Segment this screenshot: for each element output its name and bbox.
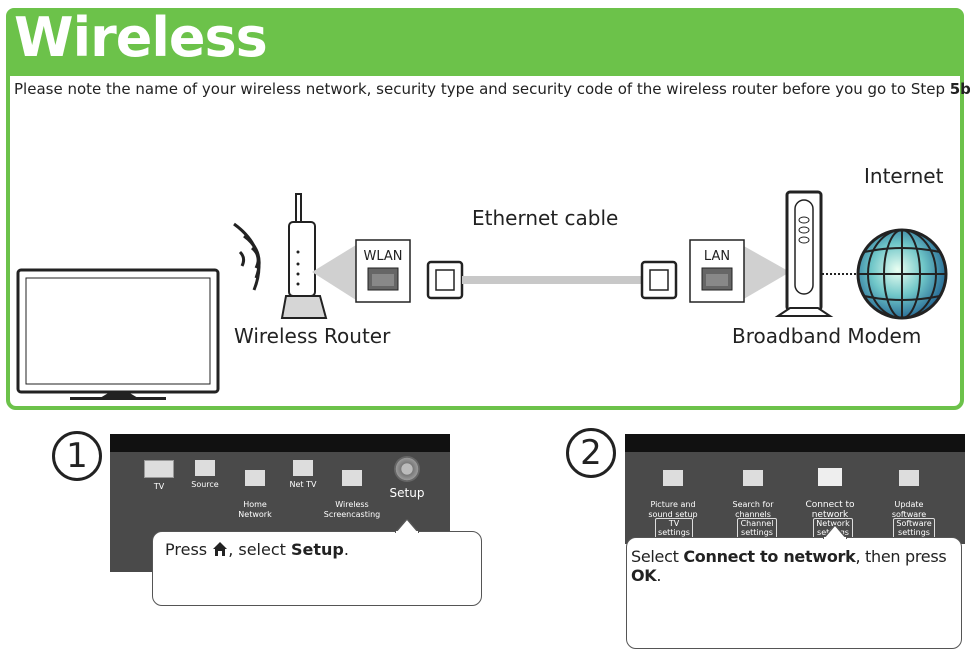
- menu-search-channels[interactable]: Search for channels: [723, 460, 783, 520]
- callout-1-pointer: [395, 519, 419, 533]
- title-bar: [6, 8, 964, 76]
- picture-sound-icon: [663, 470, 683, 486]
- menu-tv[interactable]: TV: [134, 460, 184, 492]
- source-icon: [195, 460, 215, 476]
- menu-setup[interactable]: Setup: [382, 456, 432, 500]
- gear-icon: [394, 456, 420, 482]
- screencasting-icon: [342, 470, 362, 486]
- router-label: Wireless Router: [234, 324, 391, 348]
- tv-icon: [16, 268, 220, 400]
- search-channels-icon: [743, 470, 763, 486]
- callout-2-pointer: [823, 525, 847, 539]
- modem-label: Broadband Modem: [732, 324, 922, 348]
- menu-connect-network[interactable]: Connect to network: [799, 458, 861, 520]
- router-icon: [280, 193, 328, 319]
- step-2-screen: Picture and sound setup Search for chann…: [625, 434, 965, 544]
- tv-menu-icon: [144, 460, 174, 478]
- wifi-waves-icon: [233, 222, 261, 291]
- step-2-number: 2: [566, 428, 616, 478]
- home-icon: [213, 542, 228, 556]
- step-1-number: 1: [52, 431, 102, 481]
- menu-wireless-screencasting[interactable]: Wireless Screencasting: [322, 460, 382, 520]
- step-2-callout: Select Connect to network, then press OK…: [626, 525, 962, 649]
- instruction-note: Please note the name of your wireless ne…: [14, 80, 970, 98]
- network-diagram: WLAN LAN: [16, 190, 948, 400]
- modem-icon: [774, 190, 834, 317]
- menu-source[interactable]: Source: [182, 460, 228, 490]
- cable-label: Ethernet cable: [472, 206, 619, 230]
- menu-home-network[interactable]: Home Network: [230, 460, 280, 520]
- internet-label: Internet: [864, 164, 944, 188]
- wlan-port: WLAN: [312, 239, 411, 303]
- step-1-callout: Press , select Setup.: [152, 519, 482, 606]
- page-title: Wireless: [14, 6, 268, 69]
- note-text: Please note the name of your wireless ne…: [14, 80, 950, 98]
- lan-port: LAN: [689, 239, 790, 303]
- menu-picture-sound[interactable]: Picture and sound setup: [643, 460, 703, 520]
- note-step: 5b: [949, 80, 970, 98]
- connect-network-icon: [818, 468, 842, 486]
- lan-label: LAN: [704, 249, 730, 264]
- menu-net-tv[interactable]: Net TV: [280, 460, 326, 490]
- globe-icon: [856, 228, 948, 320]
- ethernet-cable: [426, 260, 678, 300]
- home-network-icon: [245, 470, 265, 486]
- wlan-label: WLAN: [363, 249, 402, 264]
- net-tv-icon: [293, 460, 313, 476]
- menu-update-software[interactable]: Update software: [879, 460, 939, 520]
- update-software-icon: [899, 470, 919, 486]
